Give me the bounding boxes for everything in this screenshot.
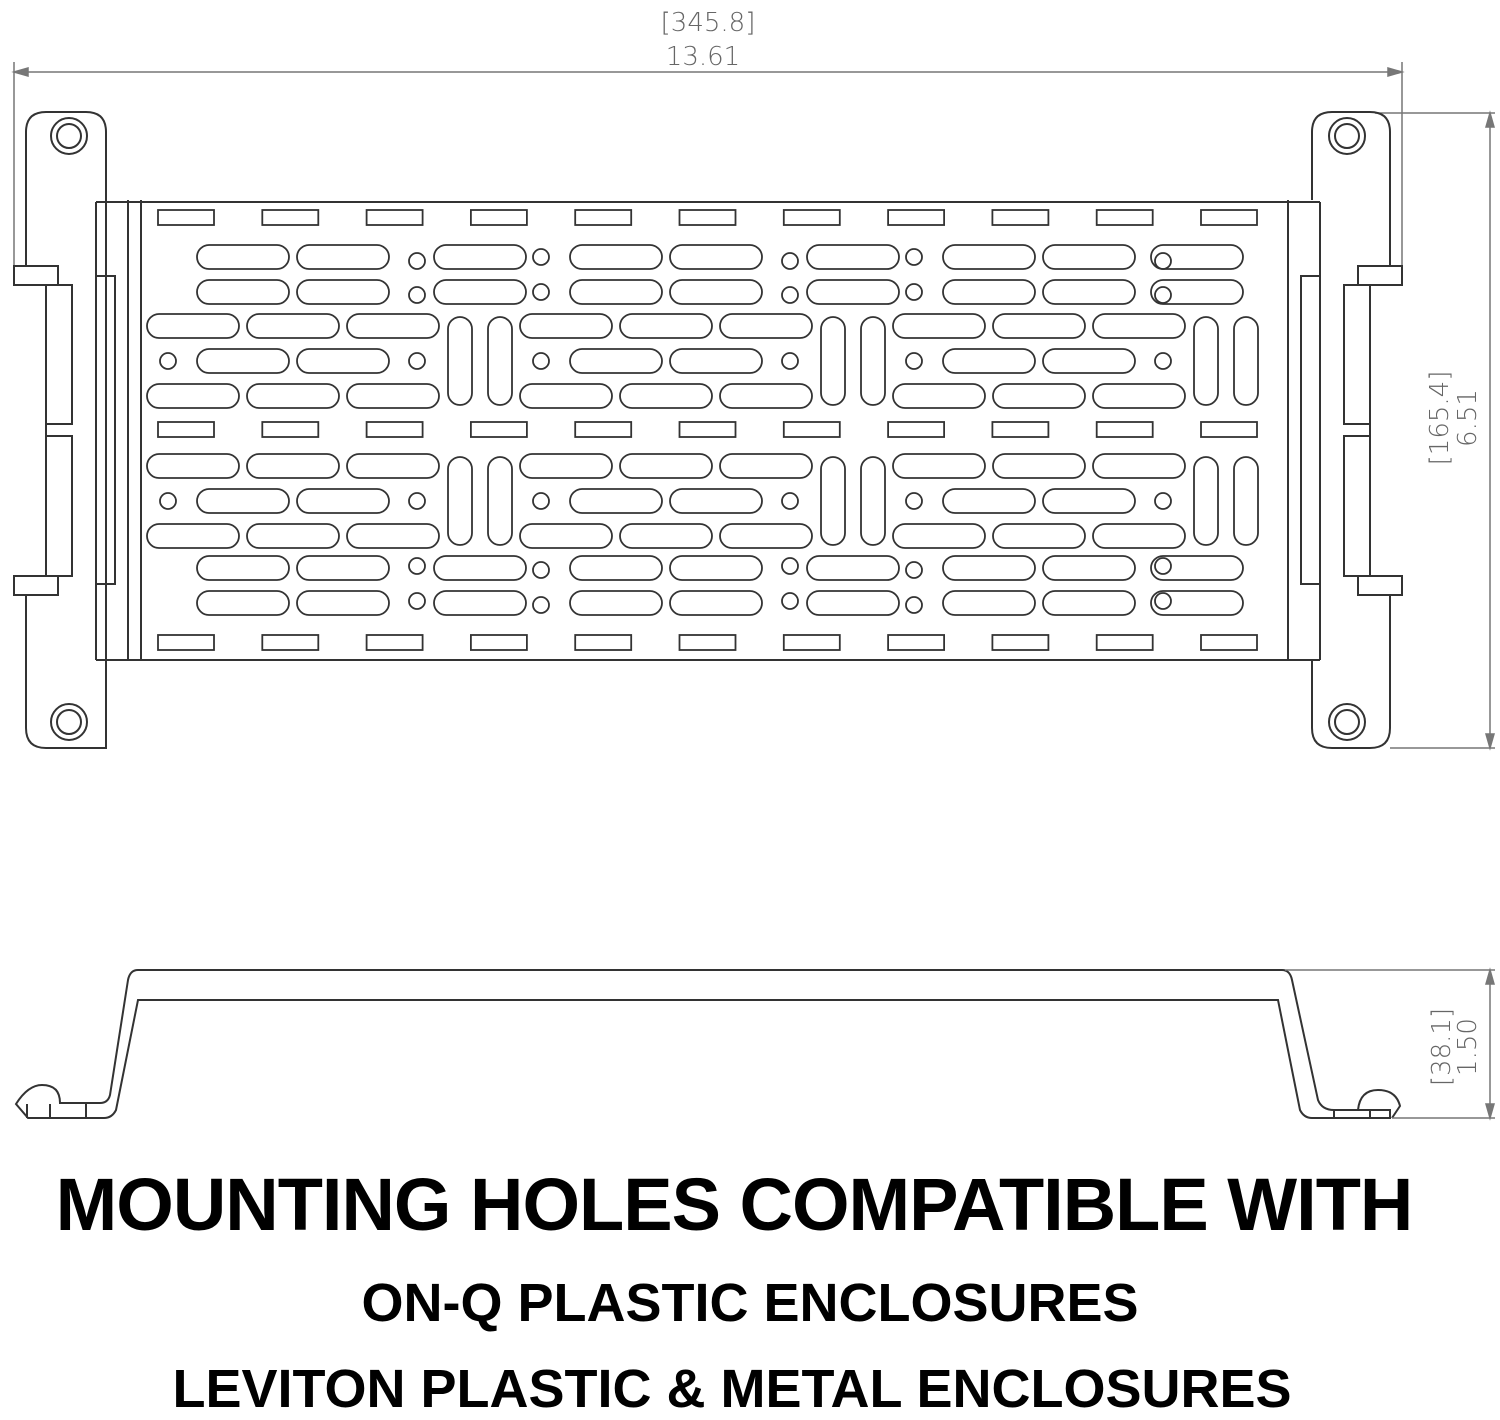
height-metric-label: [165.4] [1425,371,1455,466]
height-dim-labels: [165.4] 6.51 [1425,371,1483,466]
top-view: [345.8] 13.61 [165.4] 6.51 [11,8,1495,751]
mounting-hole-icon [1328,117,1366,155]
compatibility-item-onq: ON-Q PLASTIC ENCLOSURES [361,1273,1139,1333]
side-height-imperial-label: 1.50 [1453,1018,1483,1076]
width-imperial-label: 13.61 [666,42,740,72]
left-mounting-bracket [13,111,142,749]
compatibility-heading: MOUNTING HOLES COMPATIBLE WITH [55,1163,1414,1246]
side-height-metric-label: [38.1] [1427,1008,1457,1086]
width-metric-label: [345.8] [661,8,756,38]
side-height-dimension [1285,967,1495,1121]
height-dimension [1375,110,1495,751]
right-mounting-bracket [1287,111,1403,749]
technical-drawing: [345.8] 13.61 [165.4] 6.51 [11,8,1495,1121]
width-dimension [11,62,1405,270]
height-imperial-label: 6.51 [1453,389,1483,447]
side-view: [38.1] 1.50 [14,967,1495,1121]
mounting-hole-icon [1328,703,1366,741]
ventilation-slot-pattern [146,209,1259,651]
mounting-hole-icon [50,117,88,155]
side-dim-labels: [38.1] 1.50 [1427,1008,1483,1086]
tray-outline [96,201,1320,661]
mounting-hole-icon [50,703,88,741]
compatibility-item-leviton: LEVITON PLASTIC & METAL ENCLOSURES [172,1359,1292,1419]
